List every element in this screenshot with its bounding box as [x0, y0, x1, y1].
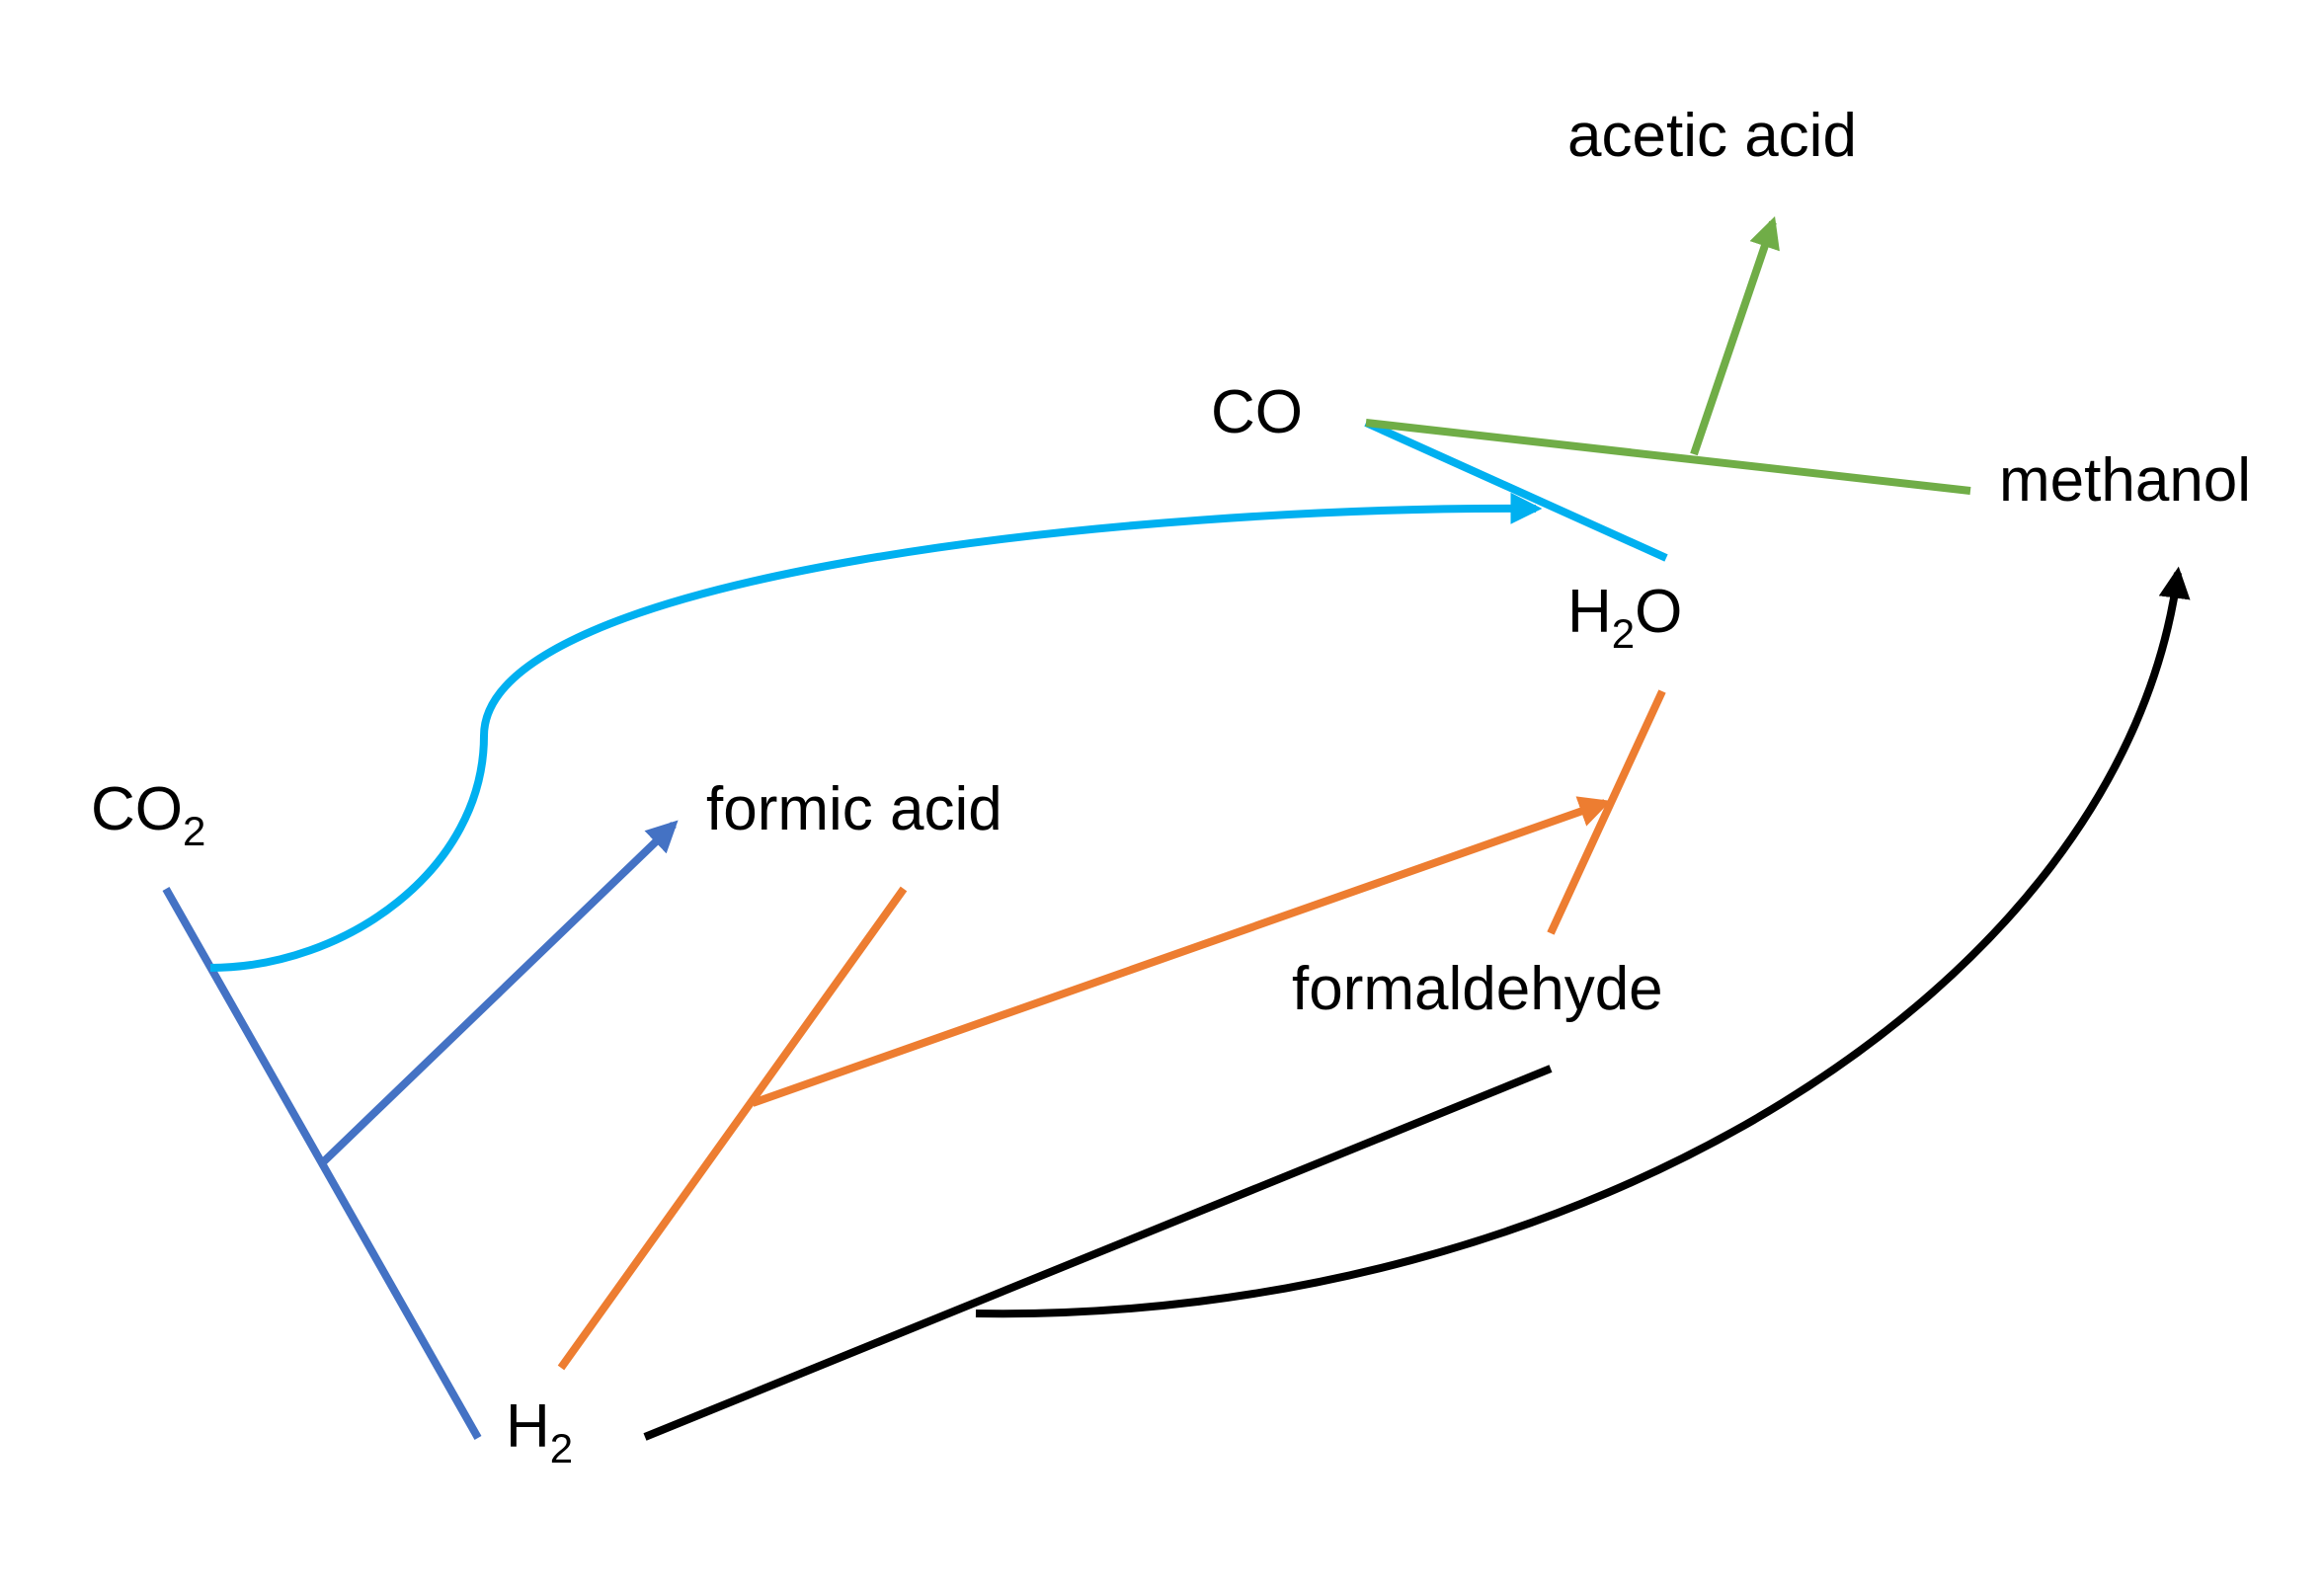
formic-acid-h2-reactant-line: [557, 886, 908, 1371]
acetic-acid-arrow: [1690, 215, 1780, 456]
co-methanol-reactant-line: [1365, 419, 1971, 495]
formic-acid-arrow: [321, 820, 679, 1164]
methanol-label: methanol: [1999, 446, 2251, 515]
co2-h2-reactant-line: [162, 887, 482, 1440]
h2-formaldehyde-reactant-line: [643, 1065, 1553, 1441]
formaldehyde-h2o-product-line: [1547, 689, 1666, 935]
co2-label: CO2: [91, 775, 205, 854]
acetic-acid-label: acetic acid: [1567, 102, 1857, 170]
formic-acid-label: formic acid: [706, 775, 1002, 843]
h2-label: H2: [506, 1392, 573, 1471]
co-h2o-product-line: [1364, 419, 1668, 562]
co-label: CO: [1211, 378, 1303, 446]
formaldehyde-arrow: [751, 796, 1612, 1107]
h2o-label: H2O: [1567, 578, 1682, 657]
methanol-arrow: [975, 566, 2191, 1318]
co-formation-arrow: [209, 492, 1543, 972]
formaldehyde-label: formaldehyde: [1292, 955, 1663, 1023]
